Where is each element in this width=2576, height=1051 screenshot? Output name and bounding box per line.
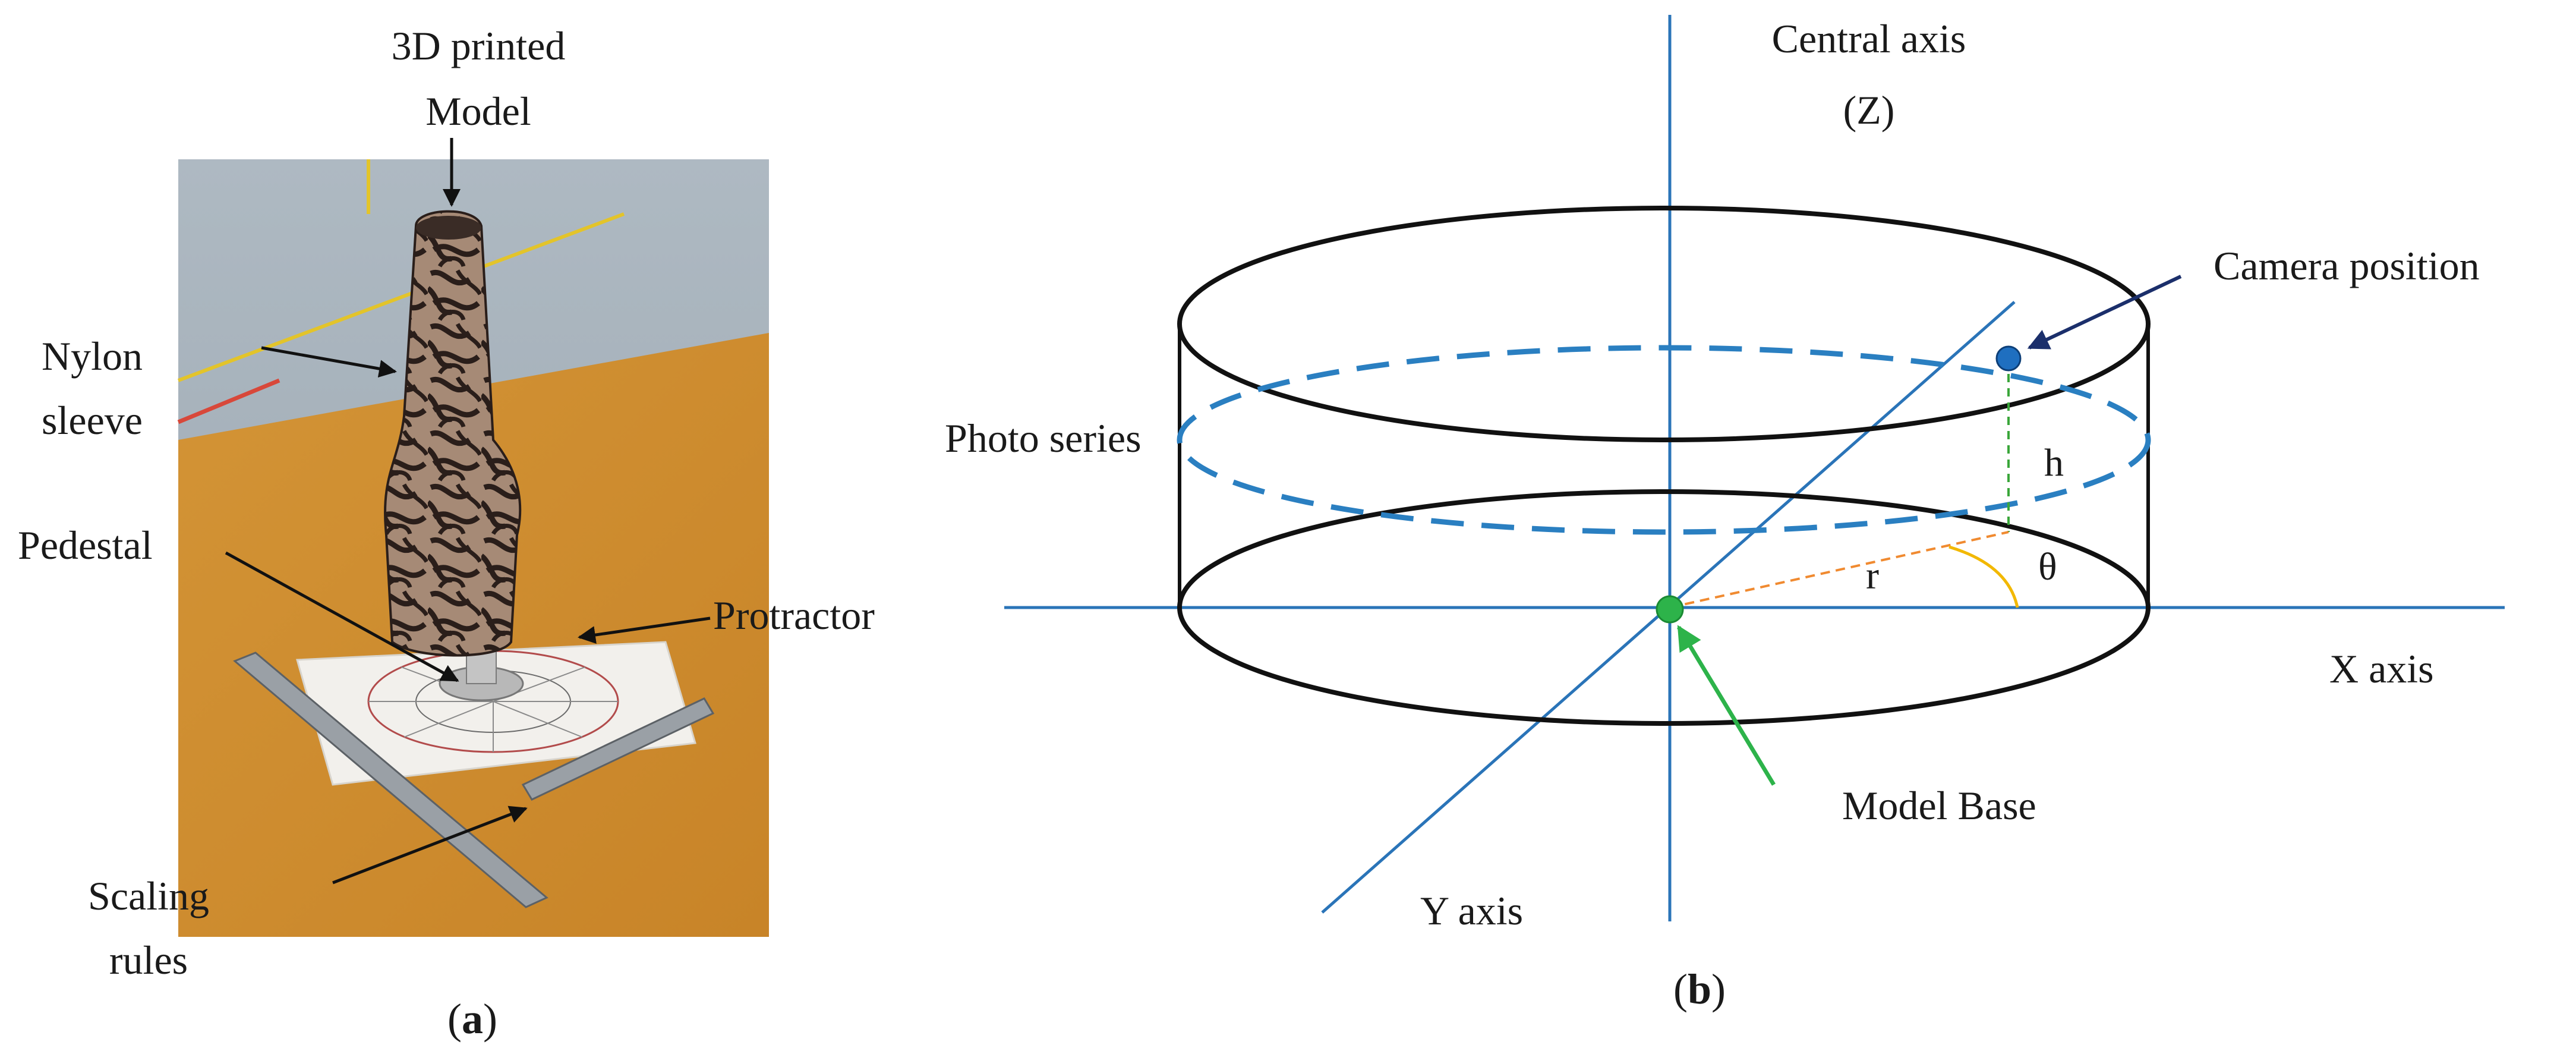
label-model: Model [425,89,531,134]
label-scaling: Scaling [88,873,209,918]
floor-red-tape [177,378,280,424]
label-3d-printed: 3D printed [392,23,566,68]
scaling-rule-right [521,697,715,801]
panel-b-diagram [1004,15,2505,921]
label-central-axis-z: (Z) [1843,87,1895,133]
svg-text:(a): (a) [447,995,497,1043]
theta-arc [1948,545,2019,608]
floor-yellow-tape-diag [177,212,625,382]
label-photo-series: Photo series [945,416,1142,461]
label-theta: θ [2038,545,2057,589]
cylinder-top-ellipse [1177,206,2151,442]
svg-text:(b): (b) [1673,965,1726,1013]
camera-dot [1995,345,2022,372]
caption-a: (a) [447,995,497,1043]
label-rules: rules [109,937,188,983]
label-nylon: Nylon [42,333,143,379]
label-pedestal: Pedestal [18,523,153,568]
arrow-pedestal [225,551,459,682]
arrow-model-base [1677,625,1776,786]
model-top-opening [416,216,481,240]
arrow-sleeve [261,346,397,378]
label-y-axis: Y axis [1420,888,1523,933]
arrow-protractor [578,616,711,644]
label-x-axis: X axis [2329,646,2434,691]
label-central-axis: Central axis [1772,16,1966,61]
nylon-sleeve-model [383,210,522,657]
label-protractor: Protractor [713,593,875,638]
label-h: h [2044,441,2064,484]
caption-b: (b) [1673,965,1726,1013]
label-r: r [1866,554,1879,597]
model-base-dot [1656,595,1684,624]
label-camera-position: Camera position [2214,243,2480,288]
arrow-camera [2027,275,2182,350]
photo-series-circle [1177,345,2151,535]
panel-a-photo [177,159,769,937]
protractor-paper [296,641,696,786]
radius-line [1669,531,2009,609]
label-model-base: Model Base [1842,783,2036,828]
arrow-rules [332,805,528,885]
label-sleeve: sleeve [42,398,143,443]
scaling-rule-left [233,652,548,908]
